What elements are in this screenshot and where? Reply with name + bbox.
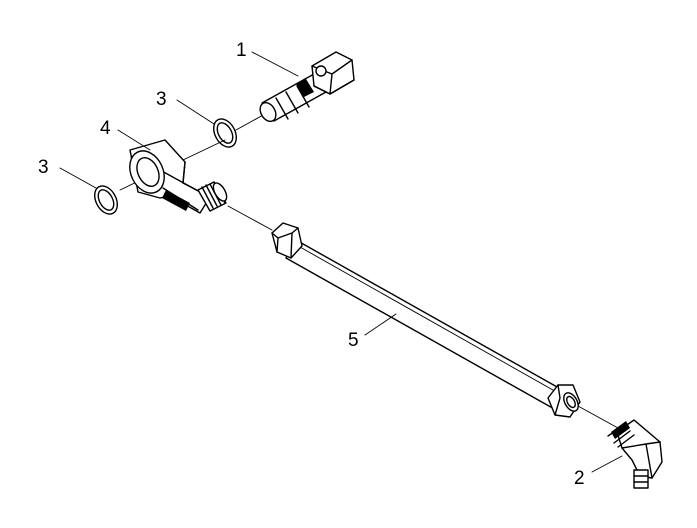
part-3-washer-lower: [94, 185, 118, 215]
part-5-pipe-assembly: [271, 222, 581, 418]
callout-1: 1: [236, 40, 247, 61]
part-4-banjo-fitting: [129, 139, 228, 214]
part-2-elbow-connector: [607, 419, 663, 489]
callout-3-upper: 3: [156, 89, 167, 110]
callout-3-lower: 3: [38, 157, 49, 178]
callout-labels: 1 2 3 3 4 5: [38, 40, 585, 489]
callout-4: 4: [100, 118, 111, 139]
part-1-banjo-bolt: [259, 51, 355, 123]
callout-5: 5: [348, 330, 359, 351]
leader-lines: [59, 51, 623, 473]
callout-2: 2: [574, 468, 585, 489]
part-3-washer-upper: [213, 118, 237, 148]
